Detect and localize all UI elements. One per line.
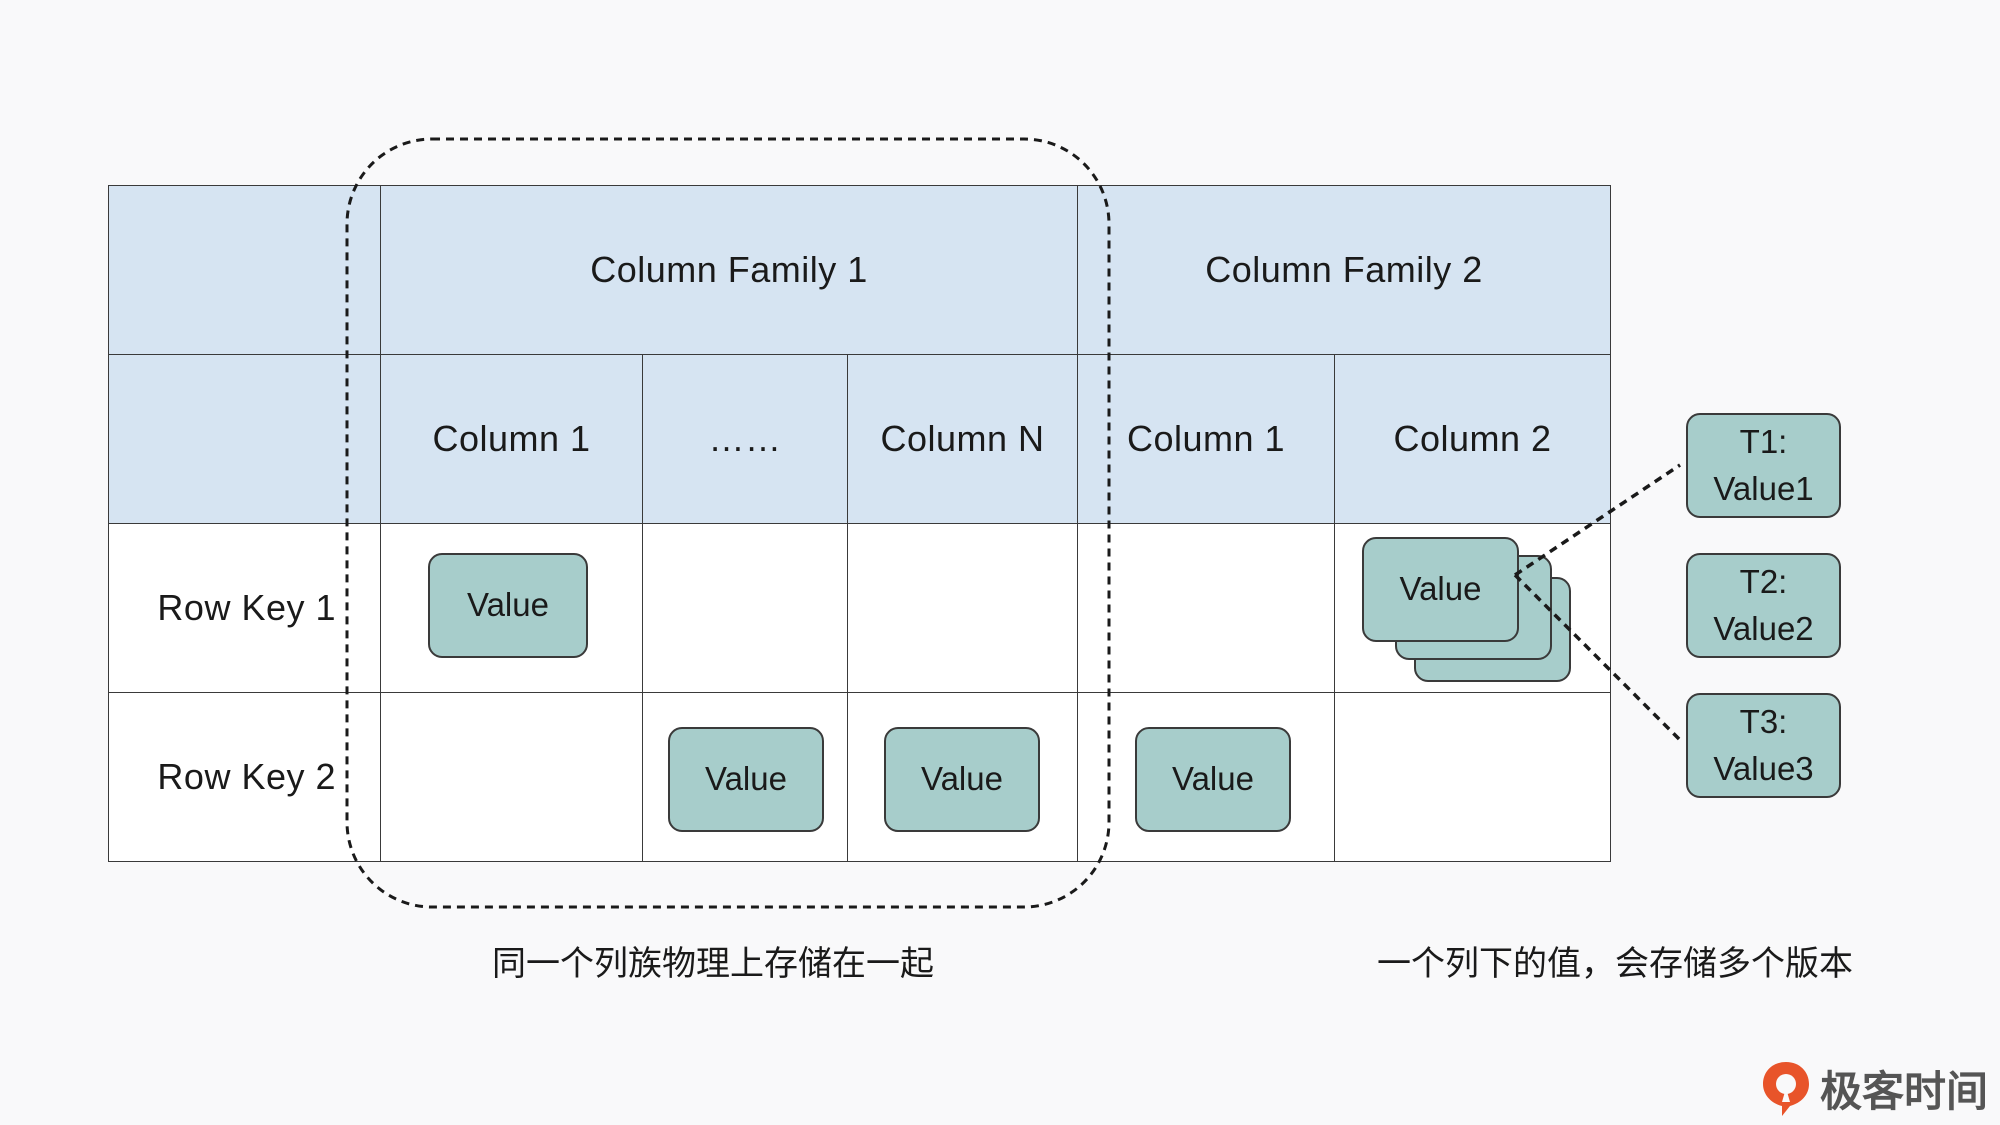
- cf1-ellipsis-header: ……: [642, 354, 848, 524]
- value-box: Value: [1135, 727, 1291, 832]
- table-cell: [380, 692, 643, 862]
- caption-column-family: 同一个列族物理上存储在一起: [492, 944, 934, 984]
- cf1-column-1-header: Column 1: [380, 354, 643, 524]
- cf1-column-n-header: Column N: [847, 354, 1078, 524]
- version-box-t2: T2: Value2: [1686, 553, 1841, 658]
- value-version-front: Value: [1362, 537, 1519, 642]
- row-key-label: Row Key 1: [157, 587, 336, 628]
- column-family-1-header: Column Family 1: [380, 185, 1078, 355]
- value-box: Value: [668, 727, 824, 832]
- value-box: Value: [428, 553, 588, 658]
- column-label: Column 2: [1393, 418, 1552, 459]
- column-family-2-label: Column Family 2: [1205, 249, 1483, 290]
- caption-versions: 一个列下的值，会存储多个版本: [1377, 944, 1853, 984]
- row-key-2-cell: Row Key 2: [108, 692, 381, 862]
- brand-logo: 极客时间: [1760, 1058, 1988, 1119]
- version-box-t1: T1: Value1: [1686, 413, 1841, 518]
- column-label: Column 1: [432, 418, 591, 459]
- column-family-1-label: Column Family 1: [590, 249, 868, 290]
- column-label: Column 1: [1126, 418, 1286, 459]
- brand-icon: [1762, 1061, 1809, 1116]
- table-cell: [642, 523, 848, 693]
- table-cell: [1077, 523, 1335, 693]
- column-family-grouping-outline: [345, 137, 1111, 909]
- version-value: Value2: [1713, 609, 1814, 647]
- value-box: Value: [884, 727, 1040, 832]
- version-value: Value1: [1713, 469, 1814, 507]
- version-connector-t3: [1513, 573, 1682, 742]
- version-time: T1:: [1739, 423, 1788, 461]
- version-box-t3: T3: Value3: [1686, 693, 1841, 798]
- column-family-2-header: Column Family 2: [1077, 185, 1611, 355]
- row-key-label: Row Key 2: [157, 756, 336, 797]
- corner-cell-top: [108, 185, 381, 355]
- cf2-column-2-header: Column 2: [1334, 354, 1611, 524]
- brand-name: 极客时间: [1819, 1067, 1988, 1116]
- version-time: T3:: [1739, 703, 1788, 741]
- cf2-column-1-header: Column 1: [1077, 354, 1335, 524]
- table-cell: [847, 523, 1078, 693]
- column-label: Column N: [880, 418, 1045, 459]
- table-cell: [1334, 692, 1611, 862]
- version-connector-t1: [1514, 463, 1681, 577]
- version-value: Value3: [1713, 749, 1814, 787]
- row-key-1-cell: Row Key 1: [108, 523, 381, 693]
- version-time: T2:: [1739, 563, 1788, 601]
- column-label: ……: [708, 418, 782, 459]
